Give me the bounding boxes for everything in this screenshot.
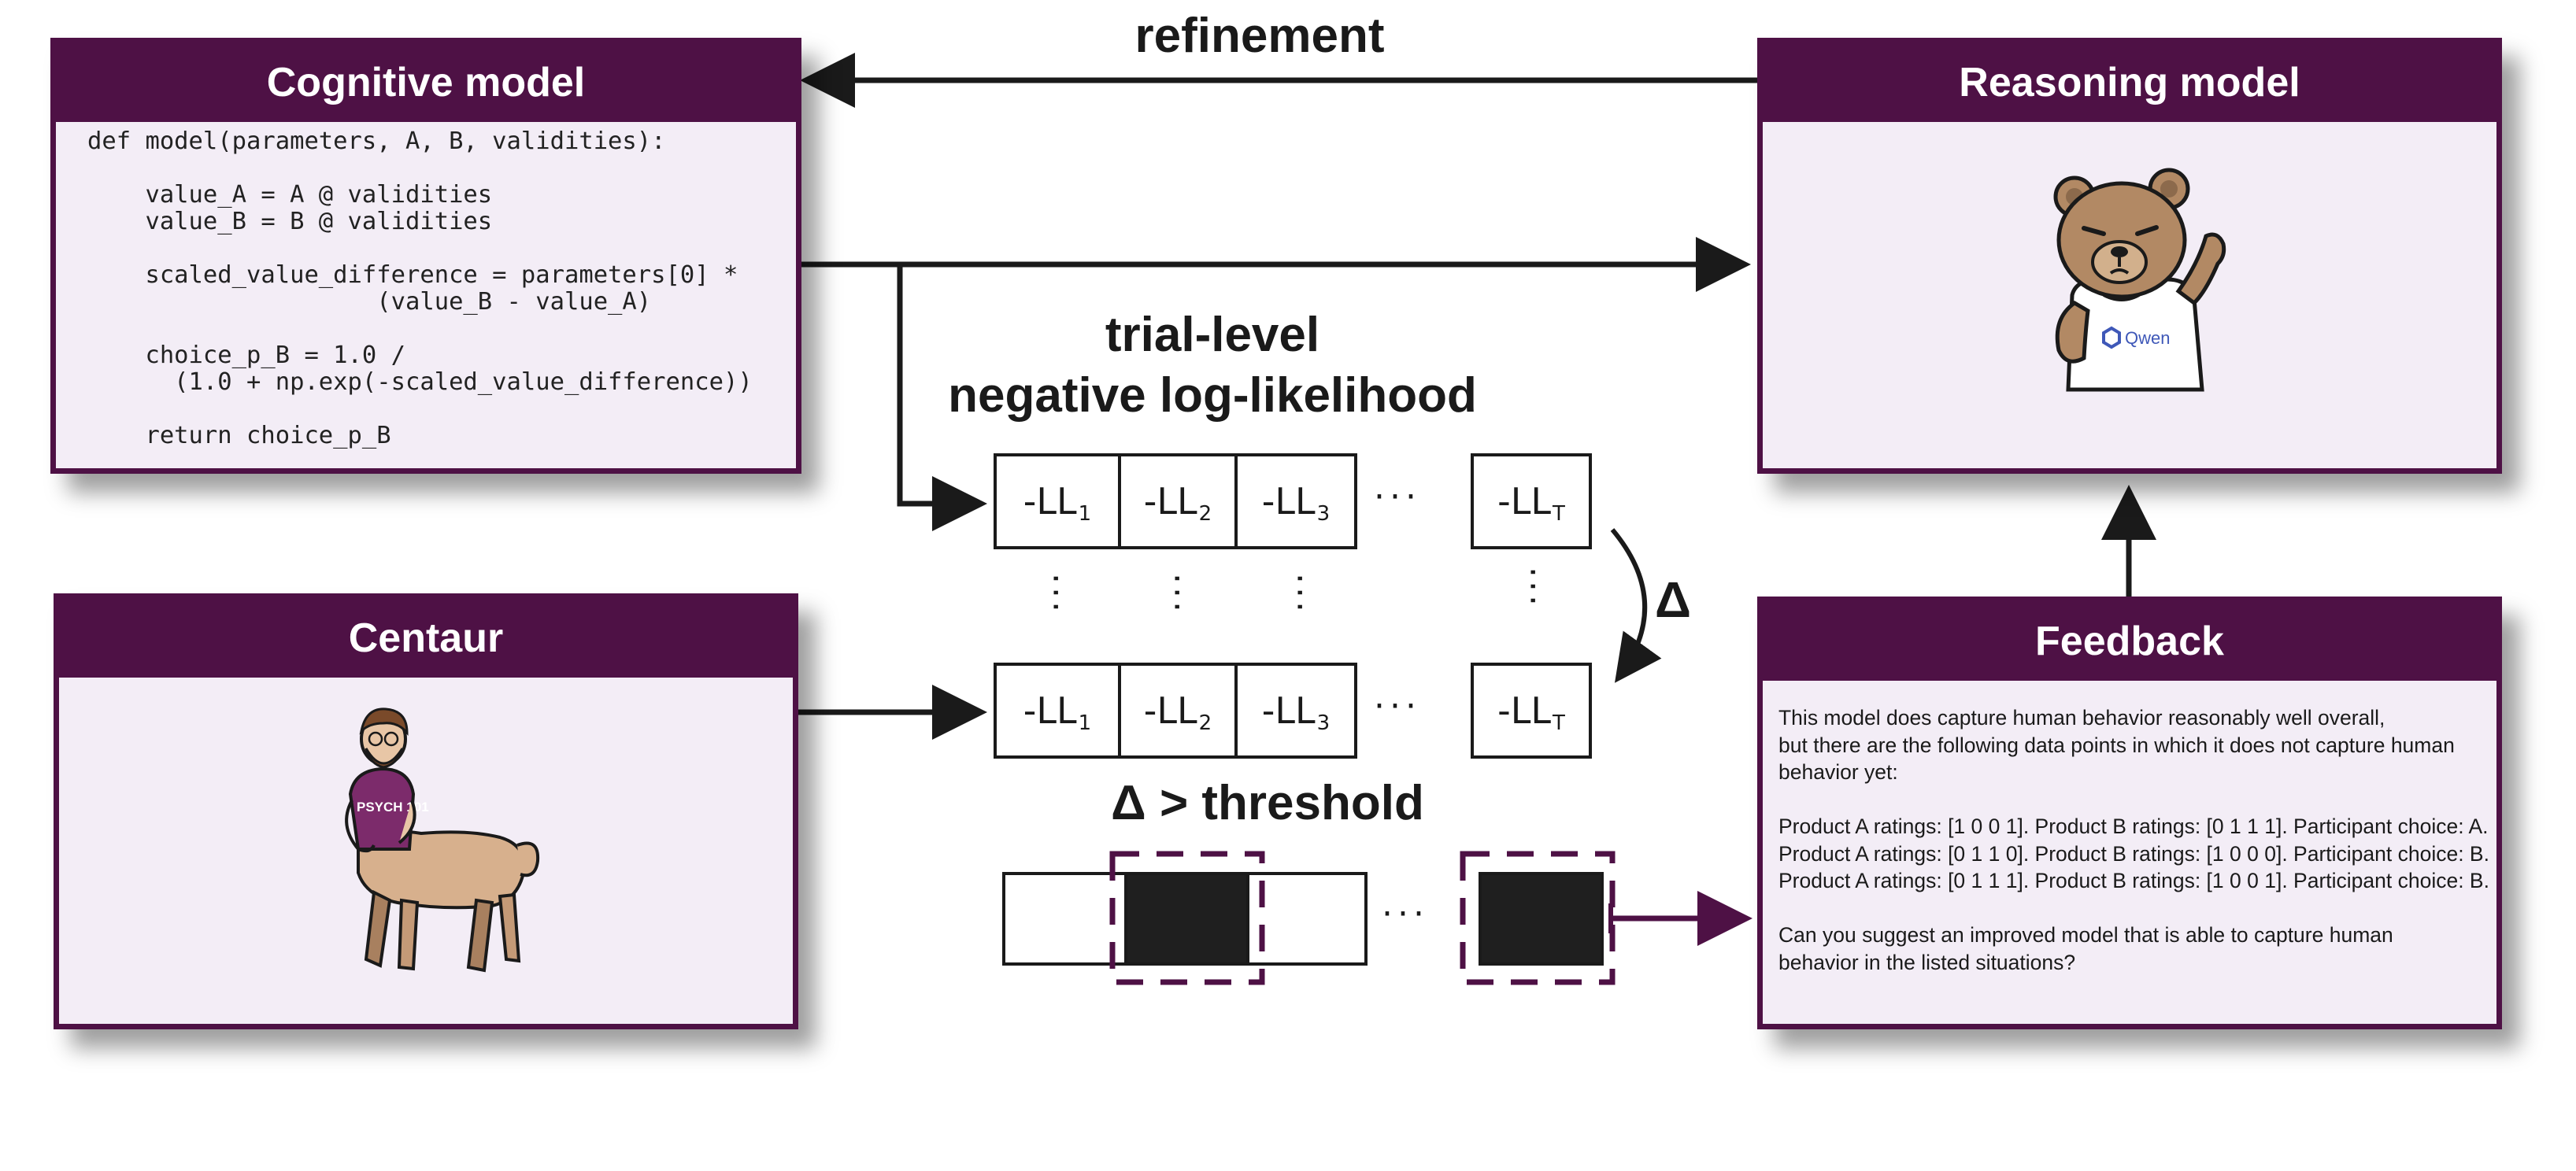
- column-ellipsis: ···: [1512, 567, 1553, 609]
- nll-label-line2: negative log-likelihood: [948, 368, 1477, 423]
- feedback-line: behavior yet:: [1778, 760, 1898, 784]
- mask-cell: [1002, 872, 1127, 966]
- cognitive-to-ll-row1-arrow: [897, 264, 987, 531]
- flag-highlight: [1460, 851, 1616, 985]
- threshold-label: Δ > threshold: [1111, 776, 1424, 830]
- feedback-intro: This model does capture human behavior r…: [1778, 704, 2485, 786]
- nll-label-line1: trial-level: [1105, 308, 1320, 362]
- feedback-line: behavior in the listed situations?: [1778, 950, 2076, 974]
- feedback-data-points: Product A ratings: [1 0 0 1]. Product B …: [1778, 813, 2489, 895]
- cognitive-model-title: Cognitive model: [56, 43, 796, 122]
- feedback-body: This model does capture human behavior r…: [1778, 704, 2489, 1003]
- mask-ellipsis: ···: [1382, 894, 1429, 934]
- reasoning-model-panel: Reasoning model Qwen: [1757, 38, 2502, 474]
- column-ellipsis: ···: [1157, 573, 1197, 615]
- mask-cell-flagged: [1479, 872, 1604, 966]
- cognitive-model-panel: Cognitive model def model(parameters, A,…: [50, 38, 801, 474]
- feedback-panel: Feedback This model does capture human b…: [1757, 597, 2502, 1029]
- centaur-mascot-icon: PSYCH 101: [345, 707, 540, 973]
- feedback-title: Feedback: [1763, 602, 2496, 681]
- column-ellipsis: ···: [1035, 573, 1075, 615]
- cognitive-model-code: def model(parameters, A, B, validities):…: [87, 127, 753, 449]
- feedback-data-line: Product A ratings: [0 1 1 0]. Product B …: [1778, 841, 2489, 866]
- delta-label: Δ: [1655, 571, 1691, 628]
- feedback-data-line: Product A ratings: [1 0 0 1]. Product B …: [1778, 815, 2489, 838]
- threshold-mask-strip: [1002, 851, 1616, 985]
- centaur-shirt-text: PSYCH 101: [357, 800, 429, 815]
- column-ellipsis: ···: [1279, 573, 1319, 615]
- bear-mascot-icon: Qwen: [2053, 168, 2226, 392]
- delta-curve-arrow: [1610, 528, 1662, 683]
- flag-highlight: [1109, 851, 1265, 985]
- feedback-question: Can you suggest an improved model that i…: [1778, 922, 2485, 976]
- mask-cell-flagged: [1124, 872, 1249, 966]
- refinement-label: refinement: [1134, 9, 1385, 63]
- feedback-line: Can you suggest an improved model that i…: [1778, 923, 2393, 947]
- centaur-panel: Centaur PSYCH 101: [54, 593, 798, 1029]
- bear-shirt-text: Qwen: [2125, 328, 2170, 348]
- mask-cell: [1246, 872, 1368, 966]
- row-ellipsis: ···: [1374, 477, 1421, 517]
- centaur-title: Centaur: [59, 599, 793, 678]
- feedback-data-line: Product A ratings: [0 1 1 1]. Product B …: [1778, 869, 2489, 892]
- reasoning-model-title: Reasoning model: [1763, 43, 2496, 122]
- feedback-line: This model does capture human behavior r…: [1778, 706, 2385, 730]
- feedback-line: but there are the following data points …: [1778, 733, 2455, 757]
- row-ellipsis: ···: [1374, 686, 1421, 726]
